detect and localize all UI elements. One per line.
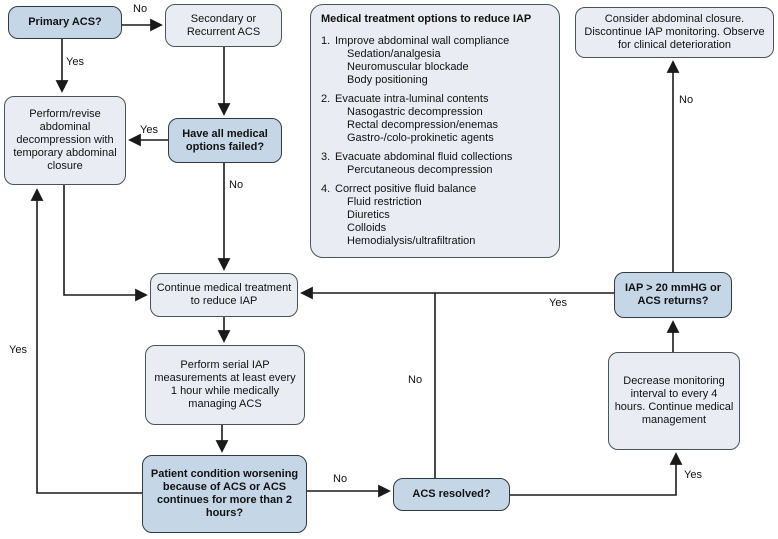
node-perform-revise-decompression: Perform/revise abdominal decompression w… (4, 96, 126, 185)
medical-option-subitem: Neuromuscular blockade (347, 61, 469, 73)
node-secondary-acs-label: Secondary or Recurrent ACS (186, 12, 261, 38)
edge-patient-to-perform (30, 188, 142, 494)
medical-option-subitem: Body positioning (347, 74, 428, 86)
edge-resolved-to-decrease (510, 452, 683, 496)
node-patient-worsening-label: Patient condition worsening because of A… (150, 468, 299, 519)
node-perform-revise-label: Perform/revise abdominal decompression w… (13, 108, 117, 172)
edge-label-resolved-yes: Yes (684, 469, 702, 481)
node-iap-returns-label: IAP > 20 mmHG or ACS returns? (624, 282, 722, 307)
edge-label-patient-yes: Yes (9, 344, 27, 356)
medical-option-subitem: Colloids (347, 222, 387, 234)
medical-option-subitem: Nasogastric decompression (347, 106, 483, 118)
medical-option-number: 3. (321, 151, 331, 163)
medical-option-item: 4. Correct positive fluid balance Fluid … (321, 183, 551, 248)
medical-option-number: 4. (321, 183, 331, 195)
edge-label-primary-no: No (133, 3, 148, 15)
medical-option-number: 1. (321, 35, 331, 47)
node-secondary-acs: Secondary or Recurrent ACS (165, 4, 282, 47)
node-acs-resolved-label: ACS resolved? (412, 488, 491, 500)
node-medical-options-failed: Have all medical options failed? (168, 118, 282, 163)
medical-option-number: 2. (321, 93, 331, 105)
medical-option-item: 1. Improve abdominal wall compliance Sed… (321, 35, 551, 87)
node-consider-closure-label: Consider abdominal closure. Discontinue … (584, 13, 765, 51)
edge-label-failed-no: No (229, 179, 244, 191)
medical-option-label: Correct positive fluid balance (335, 183, 477, 195)
node-decrease-monitoring-label: Decrease monitoring interval to every 4 … (614, 375, 734, 426)
node-serial-iap-label: Perform serial IAP measurements at least… (154, 359, 296, 410)
medical-options-title: Medical treatment options to reduce IAP (321, 13, 532, 25)
edge-label-failed-yes: Yes (140, 124, 158, 136)
medical-option-item: 2. Evacuate intra-luminal contents Nasog… (321, 93, 551, 145)
node-continue-treatment: Continue medical treatment to reduce IAP (150, 273, 298, 317)
medical-options-panel: Medical treatment options to reduce IAP … (310, 4, 560, 258)
edge-label-patient-no: No (333, 473, 348, 485)
medical-option-subitem: Sedation/analgesia (347, 48, 441, 60)
node-serial-iap-measurements: Perform serial IAP measurements at least… (145, 345, 305, 425)
medical-option-subitem: Rectal decompression/enemas (347, 119, 499, 131)
edge-label-resolved-no: No (408, 374, 423, 386)
medical-option-label: Improve abdominal wall compliance (335, 35, 510, 47)
medical-option-subitem: Hemodialysis/ultrafiltration (347, 235, 476, 247)
node-medical-options-failed-label: Have all medical options failed? (182, 127, 268, 153)
edge-perform-to-continue (63, 185, 148, 302)
node-iap-returns: IAP > 20 mmHG or ACS returns? (614, 272, 732, 318)
medical-option-item: 3. Evacuate abdominal fluid collections … (321, 151, 551, 177)
medical-option-label: Evacuate abdominal fluid collections (335, 151, 513, 163)
node-patient-worsening: Patient condition worsening because of A… (142, 455, 307, 533)
medical-option-subitem: Percutaneous decompression (347, 164, 493, 176)
medical-option-subitem: Diuretics (347, 209, 390, 221)
edge-label-primary-yes: Yes (66, 56, 84, 68)
node-decrease-monitoring: Decrease monitoring interval to every 4 … (608, 352, 740, 450)
node-primary-acs: Primary ACS? (8, 6, 122, 39)
medical-option-label: Evacuate intra-luminal contents (335, 93, 489, 105)
medical-option-subitem: Fluid restriction (347, 196, 422, 208)
edge-label-iap-yes: Yes (549, 297, 567, 309)
medical-option-subitem: Gastro-/colo-prokinetic agents (347, 132, 494, 144)
node-acs-resolved: ACS resolved? (393, 478, 510, 511)
node-continue-treatment-label: Continue medical treatment to reduce IAP (156, 282, 292, 307)
edge-label-iap-no: No (679, 94, 694, 106)
node-primary-acs-label: Primary ACS? (28, 16, 102, 28)
node-consider-closure: Consider abdominal closure. Discontinue … (575, 7, 774, 58)
